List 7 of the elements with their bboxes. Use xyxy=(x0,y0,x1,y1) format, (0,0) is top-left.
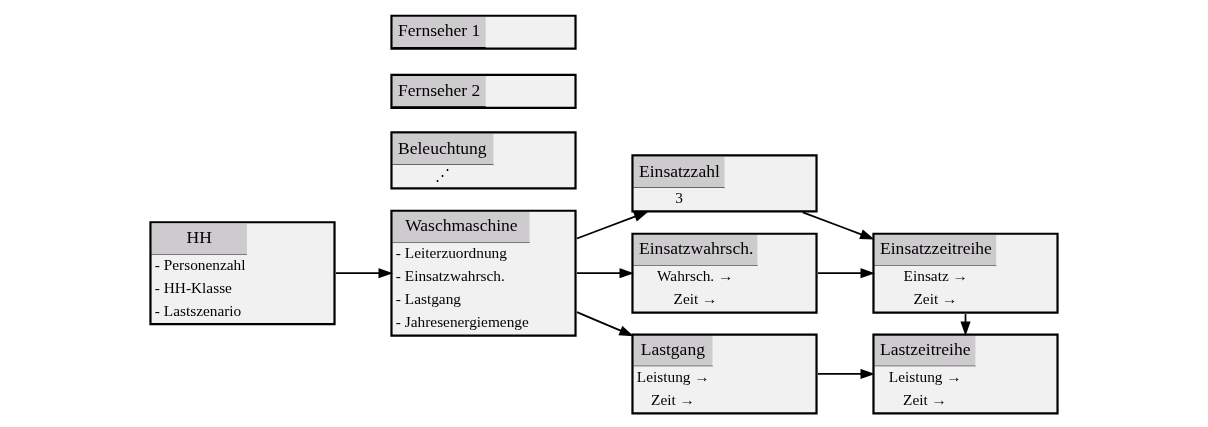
arrow xyxy=(335,268,393,279)
arrow xyxy=(801,211,875,240)
arrow xyxy=(576,268,634,279)
arrow xyxy=(817,368,875,380)
arrow xyxy=(817,268,875,279)
arrow xyxy=(576,311,634,337)
arrow xyxy=(576,211,649,240)
